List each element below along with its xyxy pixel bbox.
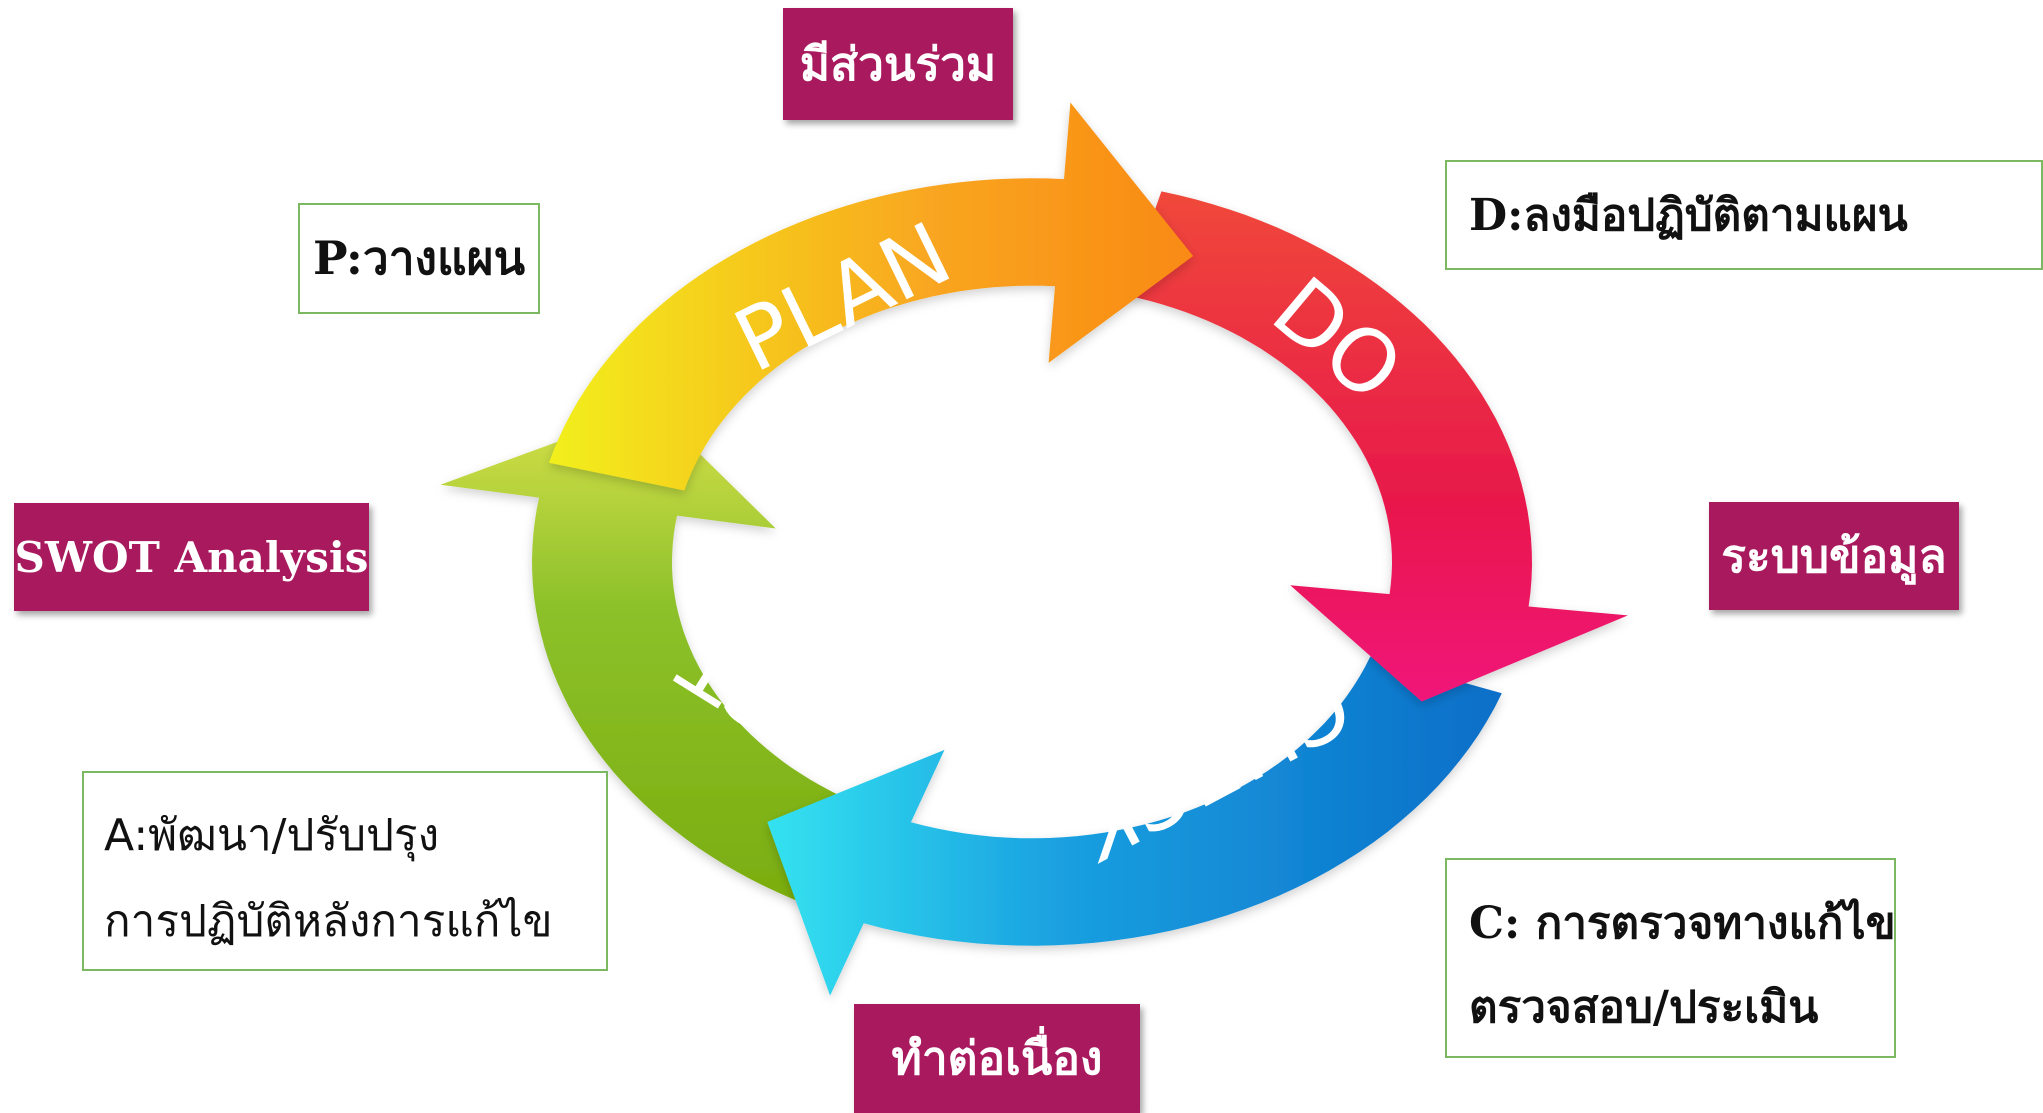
- information-system-tag: ระบบข้อมูล: [1709, 502, 1959, 610]
- do-note: D:ลงมือปฏิบัติตามแผน: [1445, 160, 2043, 270]
- plan-arrow: [549, 102, 1194, 491]
- check-note: C: การตรวจทางแก้ไข ตรวจสอบ/ประเมิน: [1445, 858, 1896, 1058]
- do-note-text: D:ลงมือปฏิบัติตามแผน: [1469, 190, 1908, 241]
- participation-tag: มีส่วนร่วม: [783, 8, 1013, 120]
- check-note-line-2: ตรวจสอบ/ประเมิน: [1469, 982, 1819, 1033]
- plan-note: P:วางแผน: [298, 203, 540, 314]
- act-note: A:พัฒนา/ปรับปรุง การปฏิบัติหลังการแก้ไข: [82, 771, 608, 971]
- check-arrow: [767, 656, 1502, 996]
- plan-note-text: P:วางแผน: [312, 231, 526, 285]
- act-arrow: [440, 407, 880, 910]
- continuous-tag: ทำต่อเนื่อง: [854, 1004, 1140, 1113]
- check-note-line-1: C: การตรวจทางแก้ไข: [1469, 898, 1896, 949]
- swot-analysis-tag: SWOT Analysis: [14, 503, 369, 611]
- act-note-line-1: A:พัฒนา/ปรับปรุง: [104, 810, 440, 861]
- do-arrow: [1125, 191, 1628, 702]
- act-note-line-2: การปฏิบัติหลังการแก้ไข: [104, 896, 553, 947]
